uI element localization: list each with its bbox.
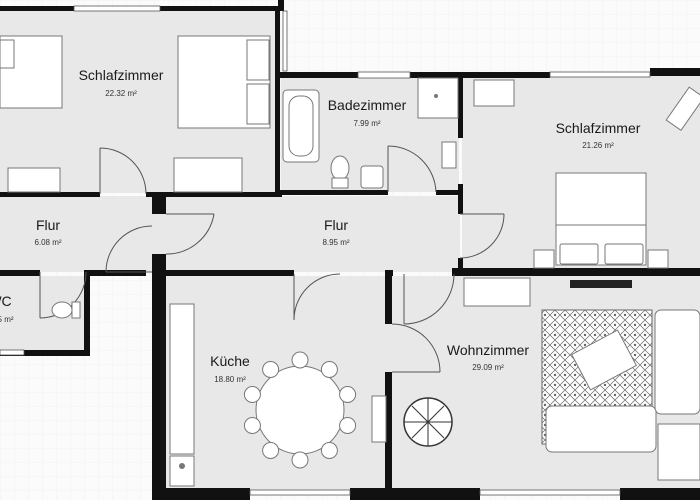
room-area-bedroom-2: 21.26 m² [582,141,614,150]
dining-table [255,365,345,455]
counter [169,303,195,455]
dining-chair [320,442,338,459]
wc-fixtures [51,301,81,319]
dining-chair [339,417,357,434]
sofa-side [654,309,700,415]
dining-chair [243,386,261,403]
room-labels: Schlafzimmer 22.32 m² Badezimmer 7.99 m²… [0,67,641,384]
dining-chair [339,386,357,403]
sideboard [463,277,531,307]
kitchen-furniture [169,303,387,487]
desk [173,157,243,193]
floor-hall-1 [0,196,158,272]
room-area-kitchen: 18.80 m² [214,375,246,384]
bedroom-1-furniture [0,35,271,193]
room-name-hall-2: Flur [324,217,348,233]
room-name-bathroom: Badezimmer [328,97,407,113]
armchair [570,329,638,391]
dining-chair [243,417,261,434]
room-name-kitchen: Küche [210,353,250,369]
room-area-hall-2: 8.95 m² [322,238,349,247]
dresser [7,167,61,193]
doors [39,145,505,373]
floor-hall-2 [158,196,460,272]
sink [360,165,384,189]
wc-toilet [51,301,73,319]
dining-chair [262,361,280,378]
dining-chair [291,351,309,369]
shower [417,77,459,119]
room-name-living: Wohnzimmer [447,342,530,358]
windows [0,5,651,496]
room-area-bedroom-1: 22.32 m² [105,89,137,98]
room-name-wc: WC [0,293,12,309]
dining-chair [291,451,309,469]
room-name-hall-1: Flur [36,217,60,233]
sofa-front [545,405,657,453]
room-name-bedroom-1: Schlafzimmer [79,67,164,83]
tv-stand [570,280,632,288]
toilet [330,155,350,181]
room-area-bathroom: 7.99 m² [353,119,380,128]
bathroom-fixtures [282,77,459,189]
room-area-living: 29.09 m² [472,363,504,372]
room-name-bedroom-2: Schlafzimmer [556,120,641,136]
dining-chair [262,442,280,459]
side-cabinet [473,79,515,107]
bedroom-2-furniture [473,79,700,288]
living-furniture [403,277,700,481]
dining-chair [320,361,338,378]
room-area-hall-1: 6.08 m² [34,238,61,247]
room-area-wc: 2.15 m² [0,315,14,324]
